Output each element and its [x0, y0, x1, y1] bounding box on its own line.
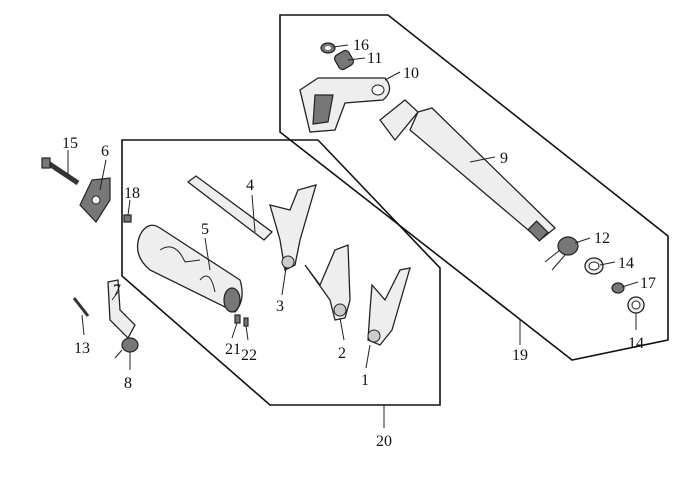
part-2-shift-fork — [304, 244, 351, 321]
callout-4: 4 — [246, 177, 254, 194]
callout-15: 15 — [62, 135, 78, 152]
part-16-ring — [320, 42, 336, 54]
callout-10: 10 — [403, 65, 419, 82]
callout-9: 9 — [500, 150, 508, 167]
part-21-pin — [234, 314, 241, 324]
part-14-washer-2 — [627, 296, 645, 314]
callout-11: 11 — [367, 50, 382, 67]
part-18-pin — [123, 214, 132, 223]
callout-19: 19 — [512, 347, 528, 364]
callout-21: 21 — [225, 341, 241, 358]
part-11-spring — [333, 49, 355, 71]
callout-14-lower: 14 — [628, 335, 644, 352]
callout-12: 12 — [594, 230, 610, 247]
callout-1: 1 — [361, 372, 369, 389]
part-10-plate — [299, 77, 391, 133]
callout-8: 8 — [124, 375, 132, 392]
group-box-19 — [279, 14, 669, 361]
callout-20: 20 — [376, 433, 392, 450]
part-13-bolt — [72, 297, 90, 317]
callout-14-upper: 14 — [618, 255, 634, 272]
callout-18: 18 — [124, 185, 140, 202]
callout-3: 3 — [276, 298, 284, 315]
callout-6: 6 — [101, 143, 109, 160]
callout-17: 17 — [640, 275, 656, 292]
part-3-shift-fork — [269, 184, 317, 271]
callout-5: 5 — [201, 221, 209, 238]
part-22-pin — [243, 317, 249, 327]
part-12-spring — [544, 236, 579, 271]
part-8-spring — [114, 337, 139, 359]
part-4-fork-rod — [186, 175, 273, 241]
part-14-washer — [584, 257, 604, 275]
part-5-shift-drum — [136, 224, 243, 313]
callout-22: 22 — [241, 347, 257, 364]
part-15-bolt — [41, 157, 80, 186]
callout-13: 13 — [74, 340, 90, 357]
part-9-shift-shaft — [379, 99, 556, 242]
group-box-20 — [121, 139, 441, 406]
part-17-clip — [611, 282, 625, 294]
part-6-star-plate — [79, 177, 111, 223]
callout-7: 7 — [113, 282, 121, 299]
callout-16: 16 — [353, 37, 369, 54]
leader-lines — [67, 44, 639, 428]
part-1-shift-fork — [367, 267, 411, 346]
callout-2: 2 — [338, 345, 346, 362]
part-7-stopper-arm — [107, 279, 136, 340]
